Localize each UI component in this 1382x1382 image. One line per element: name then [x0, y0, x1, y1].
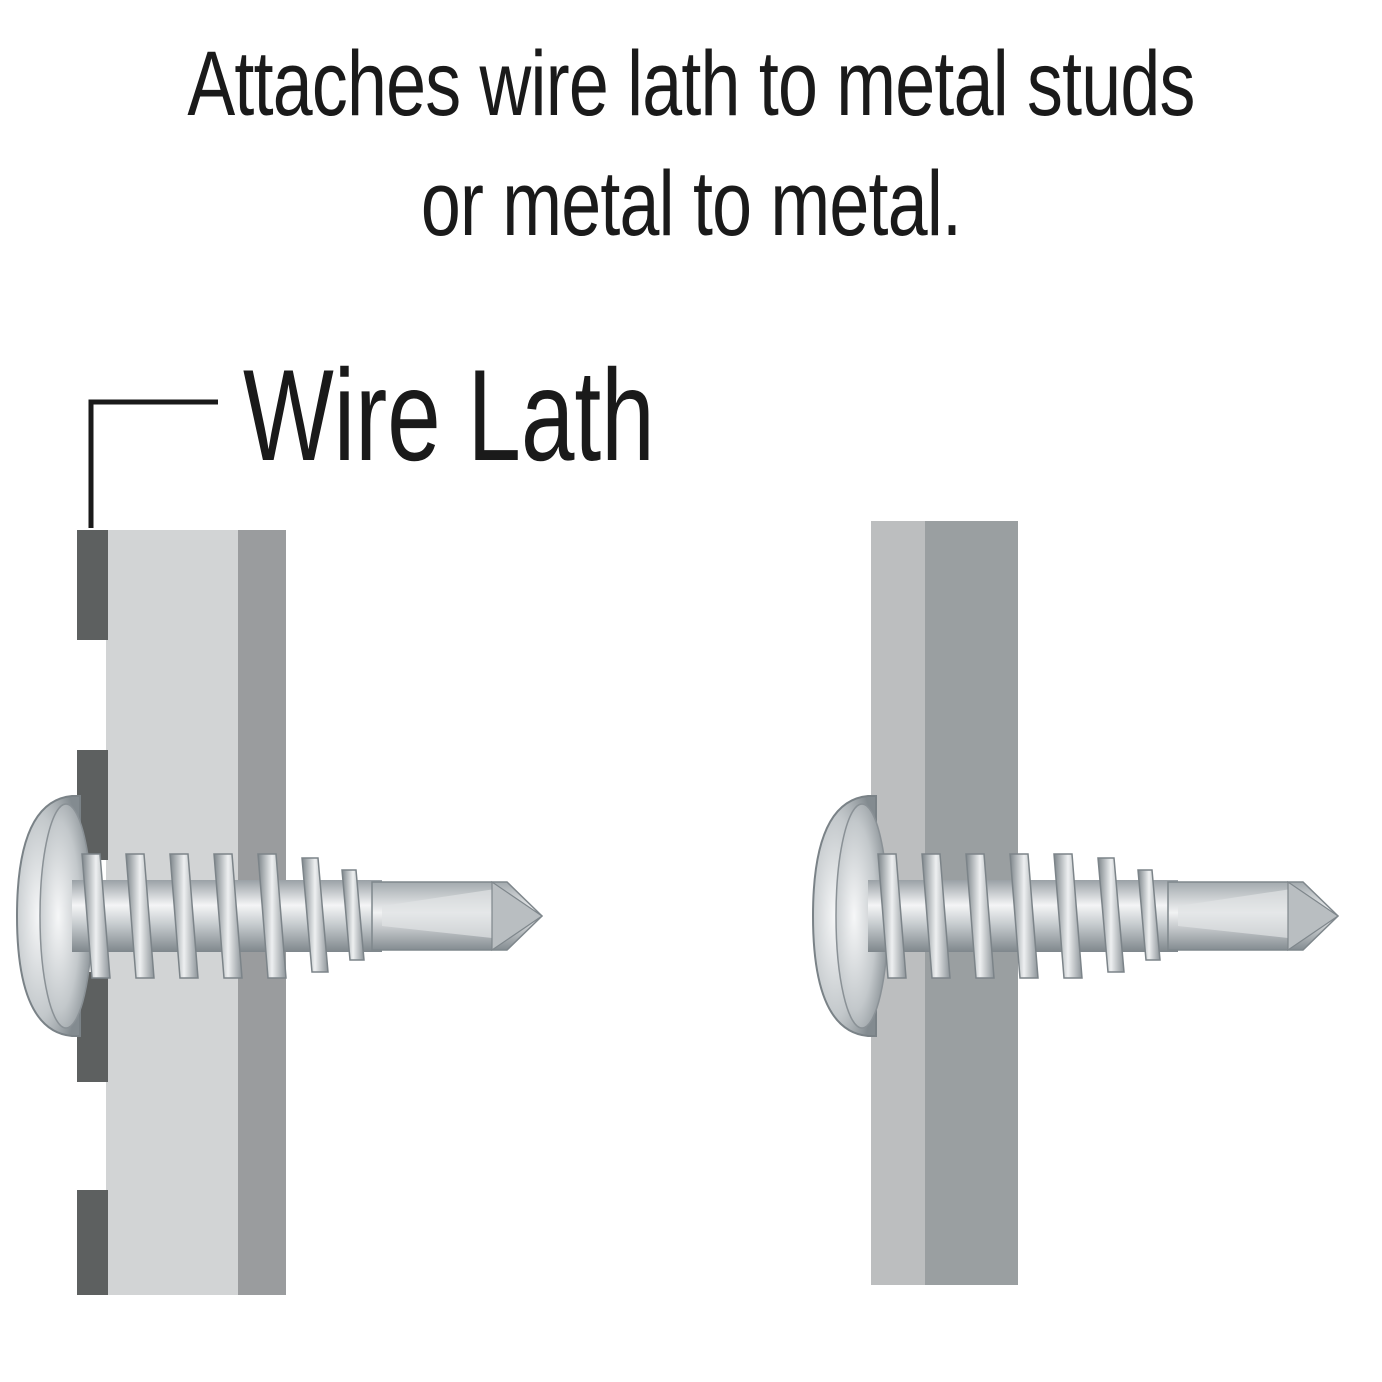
- left-assembly: [16, 530, 543, 1295]
- wire-lath-label: Wire Lath: [243, 342, 655, 488]
- caption-line-1: Attaches wire lath to metal studs: [187, 33, 1195, 135]
- wire-lath-strand: [77, 1190, 108, 1295]
- wire-lath-strand: [77, 530, 108, 640]
- right-assembly: [812, 521, 1339, 1285]
- caption-line-2: or metal to metal.: [420, 153, 962, 255]
- wire-lath-leader-line: [88, 399, 218, 528]
